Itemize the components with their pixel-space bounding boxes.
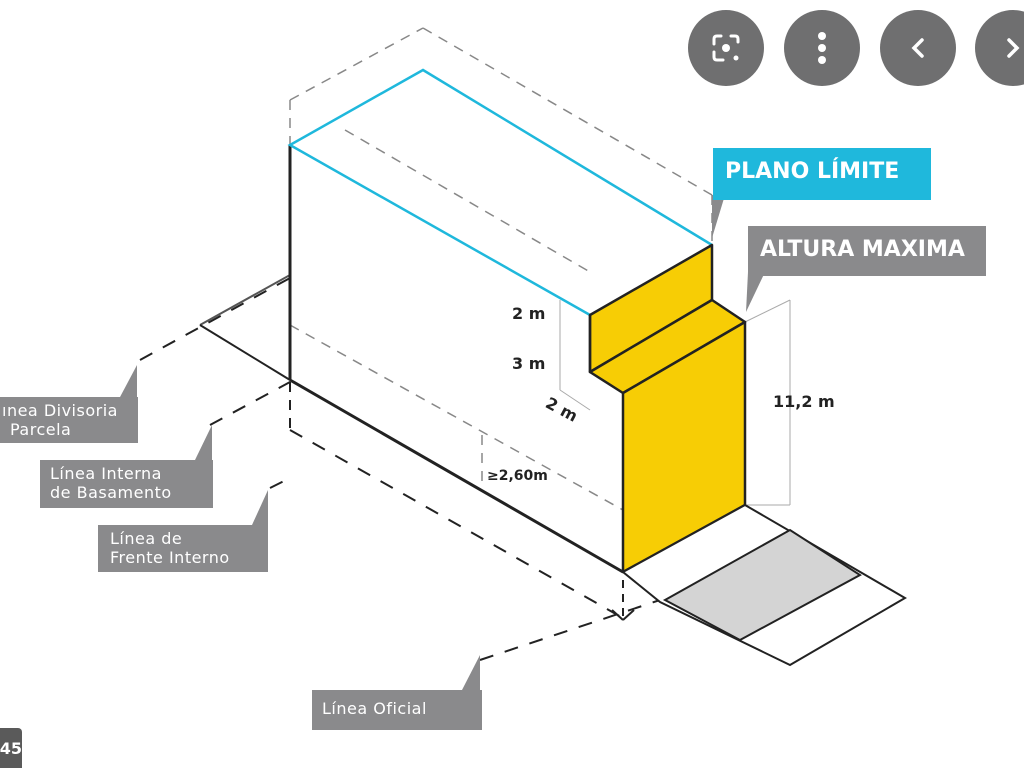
envelope-dashed xyxy=(289,27,713,511)
ground-lines xyxy=(139,274,661,661)
setback-upper-measure: 2 m xyxy=(512,304,546,323)
linea-oficial-label: Línea Oficial xyxy=(312,690,482,730)
linea-interna-line1: Línea Interna xyxy=(50,464,162,483)
chevron-left-icon xyxy=(911,38,924,58)
label-pointers xyxy=(120,195,765,690)
linea-interna-line2: de Basamento xyxy=(50,483,172,502)
linea-divisoria-label: ınea Divisoria Parcela xyxy=(0,397,138,443)
chevron-right-icon xyxy=(1007,38,1020,58)
lens-icon xyxy=(712,34,740,62)
linea-frente-line2: Frente Interno xyxy=(110,548,230,567)
linea-frente-label: Línea de Frente Interno xyxy=(98,525,268,572)
min-height-measure: ≥2,60m xyxy=(487,468,548,484)
more-vertical-icon xyxy=(818,32,826,64)
step-height-measure: 3 m xyxy=(512,354,546,373)
building-volume xyxy=(288,145,791,506)
count-badge: 45 xyxy=(0,728,22,768)
altura-maxima-label: ALTURA MAXIMA xyxy=(748,226,986,276)
previous-button[interactable] xyxy=(880,10,956,86)
max-height-measure: 11,2 m xyxy=(773,392,835,411)
plano-limite-outline xyxy=(287,68,713,317)
lens-search-button[interactable] xyxy=(688,10,764,86)
plano-limite-label: PLANO LÍMITE xyxy=(713,148,931,200)
linea-divisoria-line2: Parcela xyxy=(10,420,72,439)
linea-interna-label: Línea Interna de Basamento xyxy=(40,460,213,508)
more-options-button[interactable] xyxy=(784,10,860,86)
sidewalk xyxy=(621,503,907,667)
linea-frente-line1: Línea de xyxy=(110,529,183,548)
linea-divisoria-line1: ınea Divisoria xyxy=(2,401,118,420)
